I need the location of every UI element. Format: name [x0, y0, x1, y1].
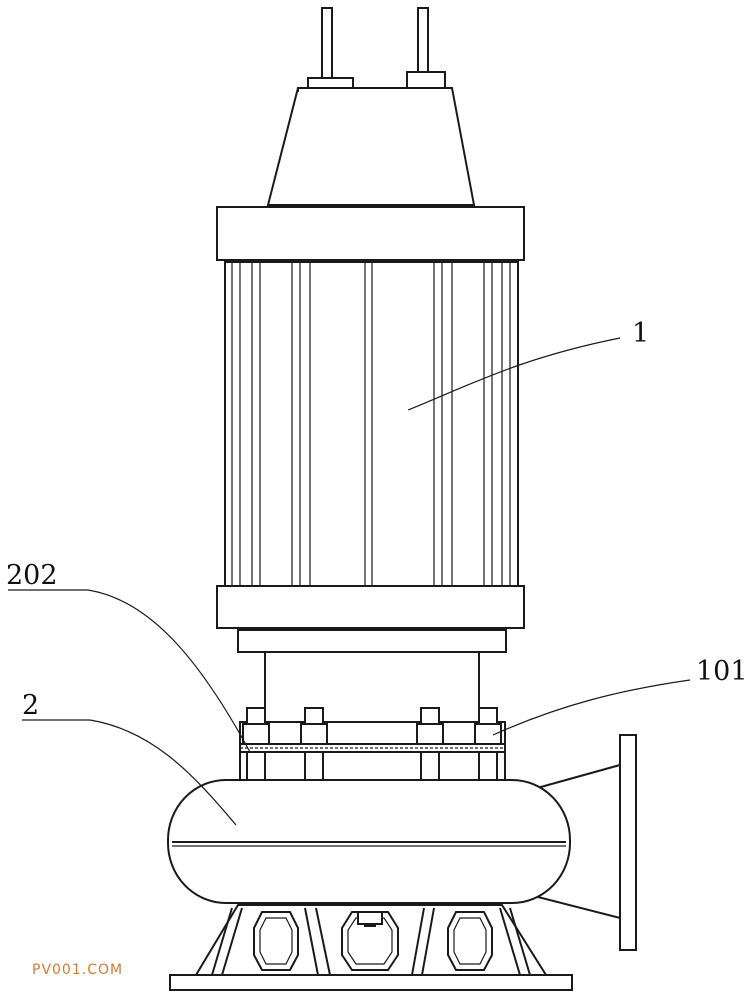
motor-bottom-cap — [216, 585, 525, 629]
motor-top-cap — [216, 206, 525, 261]
label-motor: 1 — [632, 318, 649, 349]
bolt — [242, 707, 270, 781]
callout-motor-flange: 101 — [492, 656, 748, 736]
motor-body — [224, 261, 519, 587]
label-casing-seal: 202 — [6, 560, 58, 591]
pump-base — [169, 904, 573, 991]
bolt — [300, 707, 328, 781]
label-pump-casing: 2 — [22, 690, 39, 721]
callout-pump-casing: 2 — [22, 690, 237, 826]
bolt — [416, 707, 444, 781]
bolt — [474, 707, 502, 781]
terminal-housing — [266, 87, 476, 206]
pump-casing — [167, 779, 571, 904]
callout-motor: 1 — [407, 318, 649, 411]
callout-casing-seal: 202 — [6, 560, 251, 753]
watermark: PV001.COM — [32, 962, 124, 978]
label-motor-flange: 101 — [696, 656, 748, 687]
cable-leads — [307, 7, 446, 91]
